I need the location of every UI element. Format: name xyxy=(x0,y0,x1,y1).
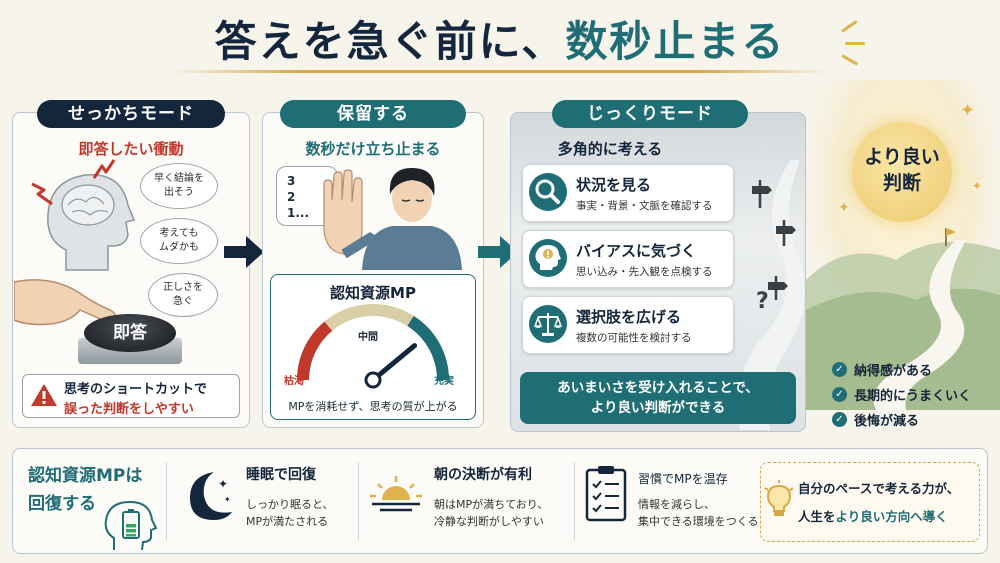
recovery-line-2: 回復する xyxy=(28,494,96,514)
gauge-pivot xyxy=(364,371,382,389)
brain-head-icon xyxy=(47,174,136,271)
habit-title: 習慣でMPを温存 xyxy=(638,472,728,486)
sparkle-ray-icon xyxy=(845,42,865,45)
svg-text:✦: ✦ xyxy=(224,495,231,504)
divider xyxy=(358,462,359,540)
warning-line-1: 思考のショートカットで xyxy=(64,382,208,397)
sunrise-landscape: ✦ ✦ ✦ xyxy=(806,80,1000,410)
situation-title: 状況を見る xyxy=(576,176,652,194)
habit-desc-2: 集中できる環境をつくる xyxy=(638,515,759,528)
warning-line-2: 誤った判断をしやすい xyxy=(64,402,194,417)
page-title: 答えを急ぐ前に、数秒止まる xyxy=(0,8,1000,69)
sleep-desc-1: しっかり眠ると、 xyxy=(246,498,334,511)
warning-box xyxy=(22,374,240,418)
svg-text:✦: ✦ xyxy=(838,200,850,216)
warning-triangle-icon xyxy=(31,384,57,406)
situation-desc: 事実・背景・文脈を確認する xyxy=(576,200,713,212)
badge-line-2: 判断 xyxy=(882,172,921,194)
gauge-caption: MPを消耗せず、思考の質が上がる xyxy=(288,400,458,413)
thought-bubble: 正しさを急ぐ xyxy=(148,273,218,317)
closing-message-box xyxy=(760,462,980,542)
countdown-1: 1... xyxy=(287,206,310,220)
gauge-segment-high xyxy=(407,315,449,381)
sleep-title: 睡眠で回復 xyxy=(246,467,316,483)
arrow-right-icon xyxy=(224,236,264,268)
conclusion-line-2: より良い判断ができる xyxy=(590,400,726,416)
gauge-title: 認知資源MP xyxy=(330,284,416,302)
magnifier-icon xyxy=(529,173,567,211)
pause-subtitle: 数秒だけ立ち止まる xyxy=(305,140,441,158)
morning-desc-1: 朝はMPが満ちており、 xyxy=(434,498,549,511)
morning-title: 朝の決断が有利 xyxy=(434,467,532,483)
title-accent: 数秒止まる xyxy=(565,17,786,66)
gauge-low-label: 枯渇 xyxy=(284,376,304,387)
title-main: 答えを急ぐ前に、 xyxy=(214,17,566,66)
countdown-3: 3 xyxy=(287,174,296,188)
stress-bolt-icon xyxy=(31,182,53,206)
stress-bolt-icon xyxy=(92,159,116,179)
thought-bubble: 考えてもムダかも xyxy=(140,218,218,264)
check-icon: ✓ xyxy=(832,412,847,427)
svg-text:✦: ✦ xyxy=(218,477,228,491)
closing-line-2-accent: より良い方向へ導く xyxy=(835,509,948,524)
conclusion-box: あいまいさを受け入れることで、 より良い判断ができる xyxy=(520,372,796,424)
head-alert-icon xyxy=(529,239,567,277)
sleep-desc-2: MPが満たされる xyxy=(246,515,329,528)
closing-line-2-pre: 人生を xyxy=(798,509,836,524)
svg-text:✦: ✦ xyxy=(972,179,982,193)
benefit-item: 後悔が減る xyxy=(854,414,920,429)
conclusion-line-1: あいまいさを受け入れることで、 xyxy=(557,380,759,396)
options-desc: 複数の可能性を検討する xyxy=(576,332,692,344)
gauge-needle xyxy=(370,343,418,383)
morning-desc-2: 冷静な判断がしやすい xyxy=(434,515,544,528)
recovery-heading: 認知資源MPは 回復する xyxy=(28,462,142,518)
check-icon: ✓ xyxy=(832,362,847,377)
benefit-item: 納得感がある xyxy=(854,364,933,379)
deliberate-subtitle: 多角的に考える xyxy=(557,140,663,158)
bias-desc: 思い込み・先入観を点検する xyxy=(576,266,713,278)
impulse-subtitle: 即答したい衝動 xyxy=(78,140,184,158)
gauge-segment-mid xyxy=(324,304,414,331)
head-battery-icon xyxy=(104,500,158,550)
checklist-icon xyxy=(585,466,627,522)
closing-line-2: 人生をより良い方向へ導く xyxy=(798,506,948,525)
gauge-segment-low xyxy=(297,321,333,381)
deliberate-mode-header: じっくりモード xyxy=(552,100,748,128)
thought-text: 考えてもムダかも xyxy=(159,228,199,253)
gauge-mid-label: 中間 xyxy=(358,332,378,343)
instant-answer-button[interactable]: 即答 xyxy=(84,314,176,352)
habit-desc-1: 情報を減らし、 xyxy=(638,498,715,511)
pausing-person-icon xyxy=(323,168,462,270)
divider xyxy=(574,462,575,540)
benefit-item: 長期的にうまくいく xyxy=(854,389,972,404)
svg-text:✦: ✦ xyxy=(960,100,975,121)
lightbulb-icon xyxy=(764,480,794,516)
pause-header: 保留する xyxy=(280,100,466,128)
thought-bubble: 早く結論を出そう xyxy=(140,163,218,209)
impulsive-mode-header: せっかちモード xyxy=(37,100,225,128)
options-title: 選択肢を広げる xyxy=(576,308,682,326)
divider xyxy=(166,462,167,540)
thought-text: 早く結論を出そう xyxy=(154,173,204,198)
moon-icon: ✦ ✦ xyxy=(190,472,232,520)
check-icon: ✓ xyxy=(832,387,847,402)
arrow-right-icon xyxy=(478,236,518,268)
closing-line-1: 自分のペースで考える力が、 xyxy=(798,481,960,496)
cognitive-resource-gauge-box xyxy=(270,274,476,420)
title-underline xyxy=(170,70,830,73)
countdown-2: 2 xyxy=(287,190,296,204)
sunrise-icon xyxy=(370,476,422,512)
bias-title: バイアスに気づく xyxy=(576,242,697,260)
better-judgment-badge: より良い 判断 xyxy=(852,122,952,222)
badge-line-1: より良い xyxy=(864,146,940,168)
svg-text:?: ? xyxy=(756,289,769,314)
thought-text: 正しさを急ぐ xyxy=(163,282,203,307)
gauge-high-label: 充実 xyxy=(434,376,454,387)
scale-icon xyxy=(529,305,567,343)
recovery-line-1: 認知資源MPは xyxy=(28,466,143,486)
mp-gauge xyxy=(297,304,449,389)
instant-answer-label: 即答 xyxy=(113,323,147,343)
